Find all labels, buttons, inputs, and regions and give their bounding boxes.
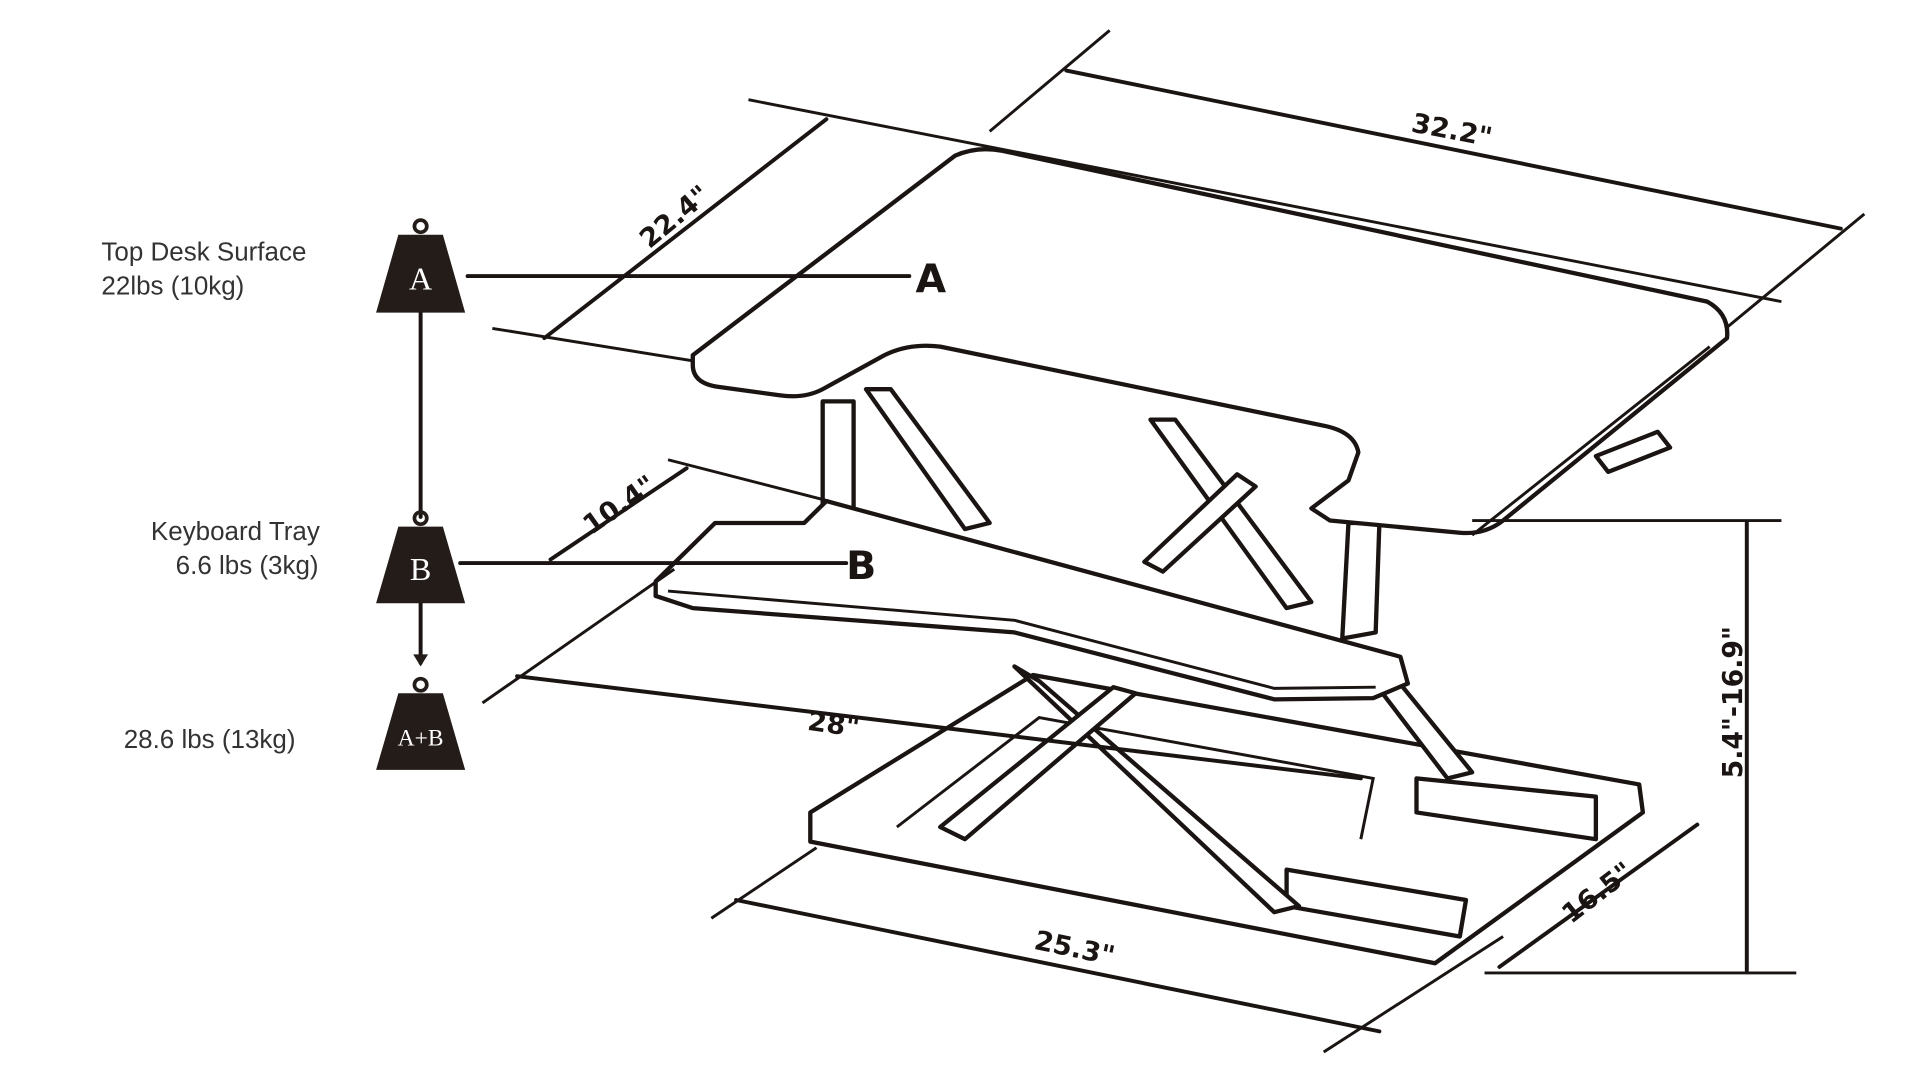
svg-text:A: A (409, 262, 432, 297)
weight-b-icon: B (376, 510, 466, 604)
svg-text:A+B: A+B (398, 726, 444, 752)
svg-text:32.2": 32.2" (1409, 108, 1495, 153)
callout-a: A (465, 257, 947, 302)
scissor-legs (820, 387, 1475, 915)
weight-a-load: 22lbs (10kg) (101, 273, 244, 301)
dimension-tray-width: 28" (481, 567, 1363, 781)
weight-a-name: Top Desk Surface (101, 238, 306, 266)
keyboard-tray (653, 498, 1410, 702)
svg-text:22.4": 22.4" (634, 180, 716, 255)
top-desk-surface (690, 147, 1730, 537)
weight-total-icon: A+B (376, 676, 466, 770)
weight-b-name: Keyboard Tray (151, 518, 320, 546)
weight-b-load: 6.6 lbs (3kg) (176, 552, 319, 580)
svg-text:B: B (846, 544, 876, 589)
base-frame (808, 672, 1646, 966)
callout-b: B (458, 544, 876, 589)
svg-text:B: B (410, 552, 431, 587)
dimension-height-range: 5.4"-16.9" (1472, 519, 1797, 975)
weight-total-load: 28.6 lbs (13kg) (124, 726, 296, 754)
svg-text:A: A (915, 257, 946, 302)
weight-a-icon: A (376, 218, 466, 313)
svg-text:25.3": 25.3" (1032, 925, 1118, 972)
svg-text:10.4": 10.4" (577, 470, 662, 541)
svg-text:28": 28" (806, 706, 862, 744)
svg-text:5.4"-16.9": 5.4"-16.9" (1718, 626, 1749, 778)
